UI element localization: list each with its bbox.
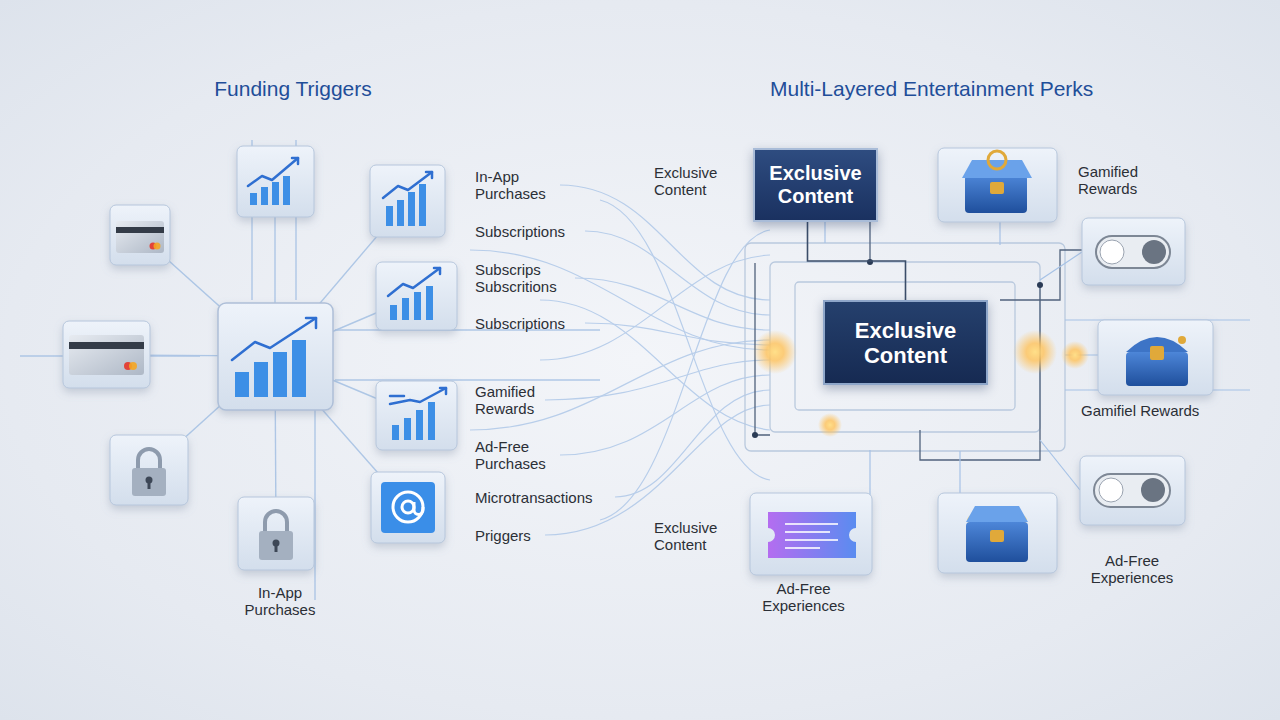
section-heading: Multi-Layered Entertainment Perks: [770, 77, 1070, 101]
toggle-icon: [1094, 236, 1170, 507]
item-label: Exclusive Content: [654, 519, 734, 553]
item-label: In-App Purchases: [230, 584, 330, 618]
item-label: Gamified Rewards: [475, 383, 560, 417]
treasure-chest-icon: [962, 151, 1188, 562]
section-heading: Funding Triggers: [193, 77, 393, 101]
item-label: Microtransactions: [475, 489, 635, 506]
item-label: Gamified Rewards: [1078, 163, 1158, 197]
box-text: Exclusive Content: [831, 318, 980, 368]
item-label: Gamifiel Rewards: [1081, 402, 1241, 419]
item-label: Subscrips Subscritions: [475, 261, 575, 295]
item-label: In-App Purchases: [475, 168, 565, 202]
wire: [20, 140, 600, 600]
wire: [825, 222, 1250, 500]
item-label: Subscriptions: [475, 315, 605, 332]
item-label: Ad-Free Experiences: [1082, 552, 1182, 586]
chart-icon: [232, 158, 446, 440]
wire: [470, 185, 770, 535]
item-label: Subscriptions: [475, 223, 605, 240]
icon-tile: [63, 146, 457, 570]
connector: [808, 222, 906, 300]
content-box: Exclusive Content: [823, 300, 988, 385]
box-text: Exclusive Content: [761, 162, 870, 208]
frame: [745, 243, 1065, 451]
item-label: Ad-Free Experiences: [756, 580, 851, 614]
content-box: Exclusive Content: [753, 148, 878, 222]
item-label: Ad-Free Purchases: [475, 438, 565, 472]
lock-icon: [132, 449, 293, 560]
at-sign-icon: [381, 482, 435, 533]
item-label: Exclusive Content: [654, 164, 734, 198]
icon-tile: [750, 148, 1213, 575]
ticket-icon: [768, 512, 856, 558]
item-label: Priggers: [475, 527, 595, 544]
circuit-line: [755, 222, 1082, 460]
credit-card-icon: [69, 221, 164, 375]
glow-dot: [752, 259, 1089, 438]
